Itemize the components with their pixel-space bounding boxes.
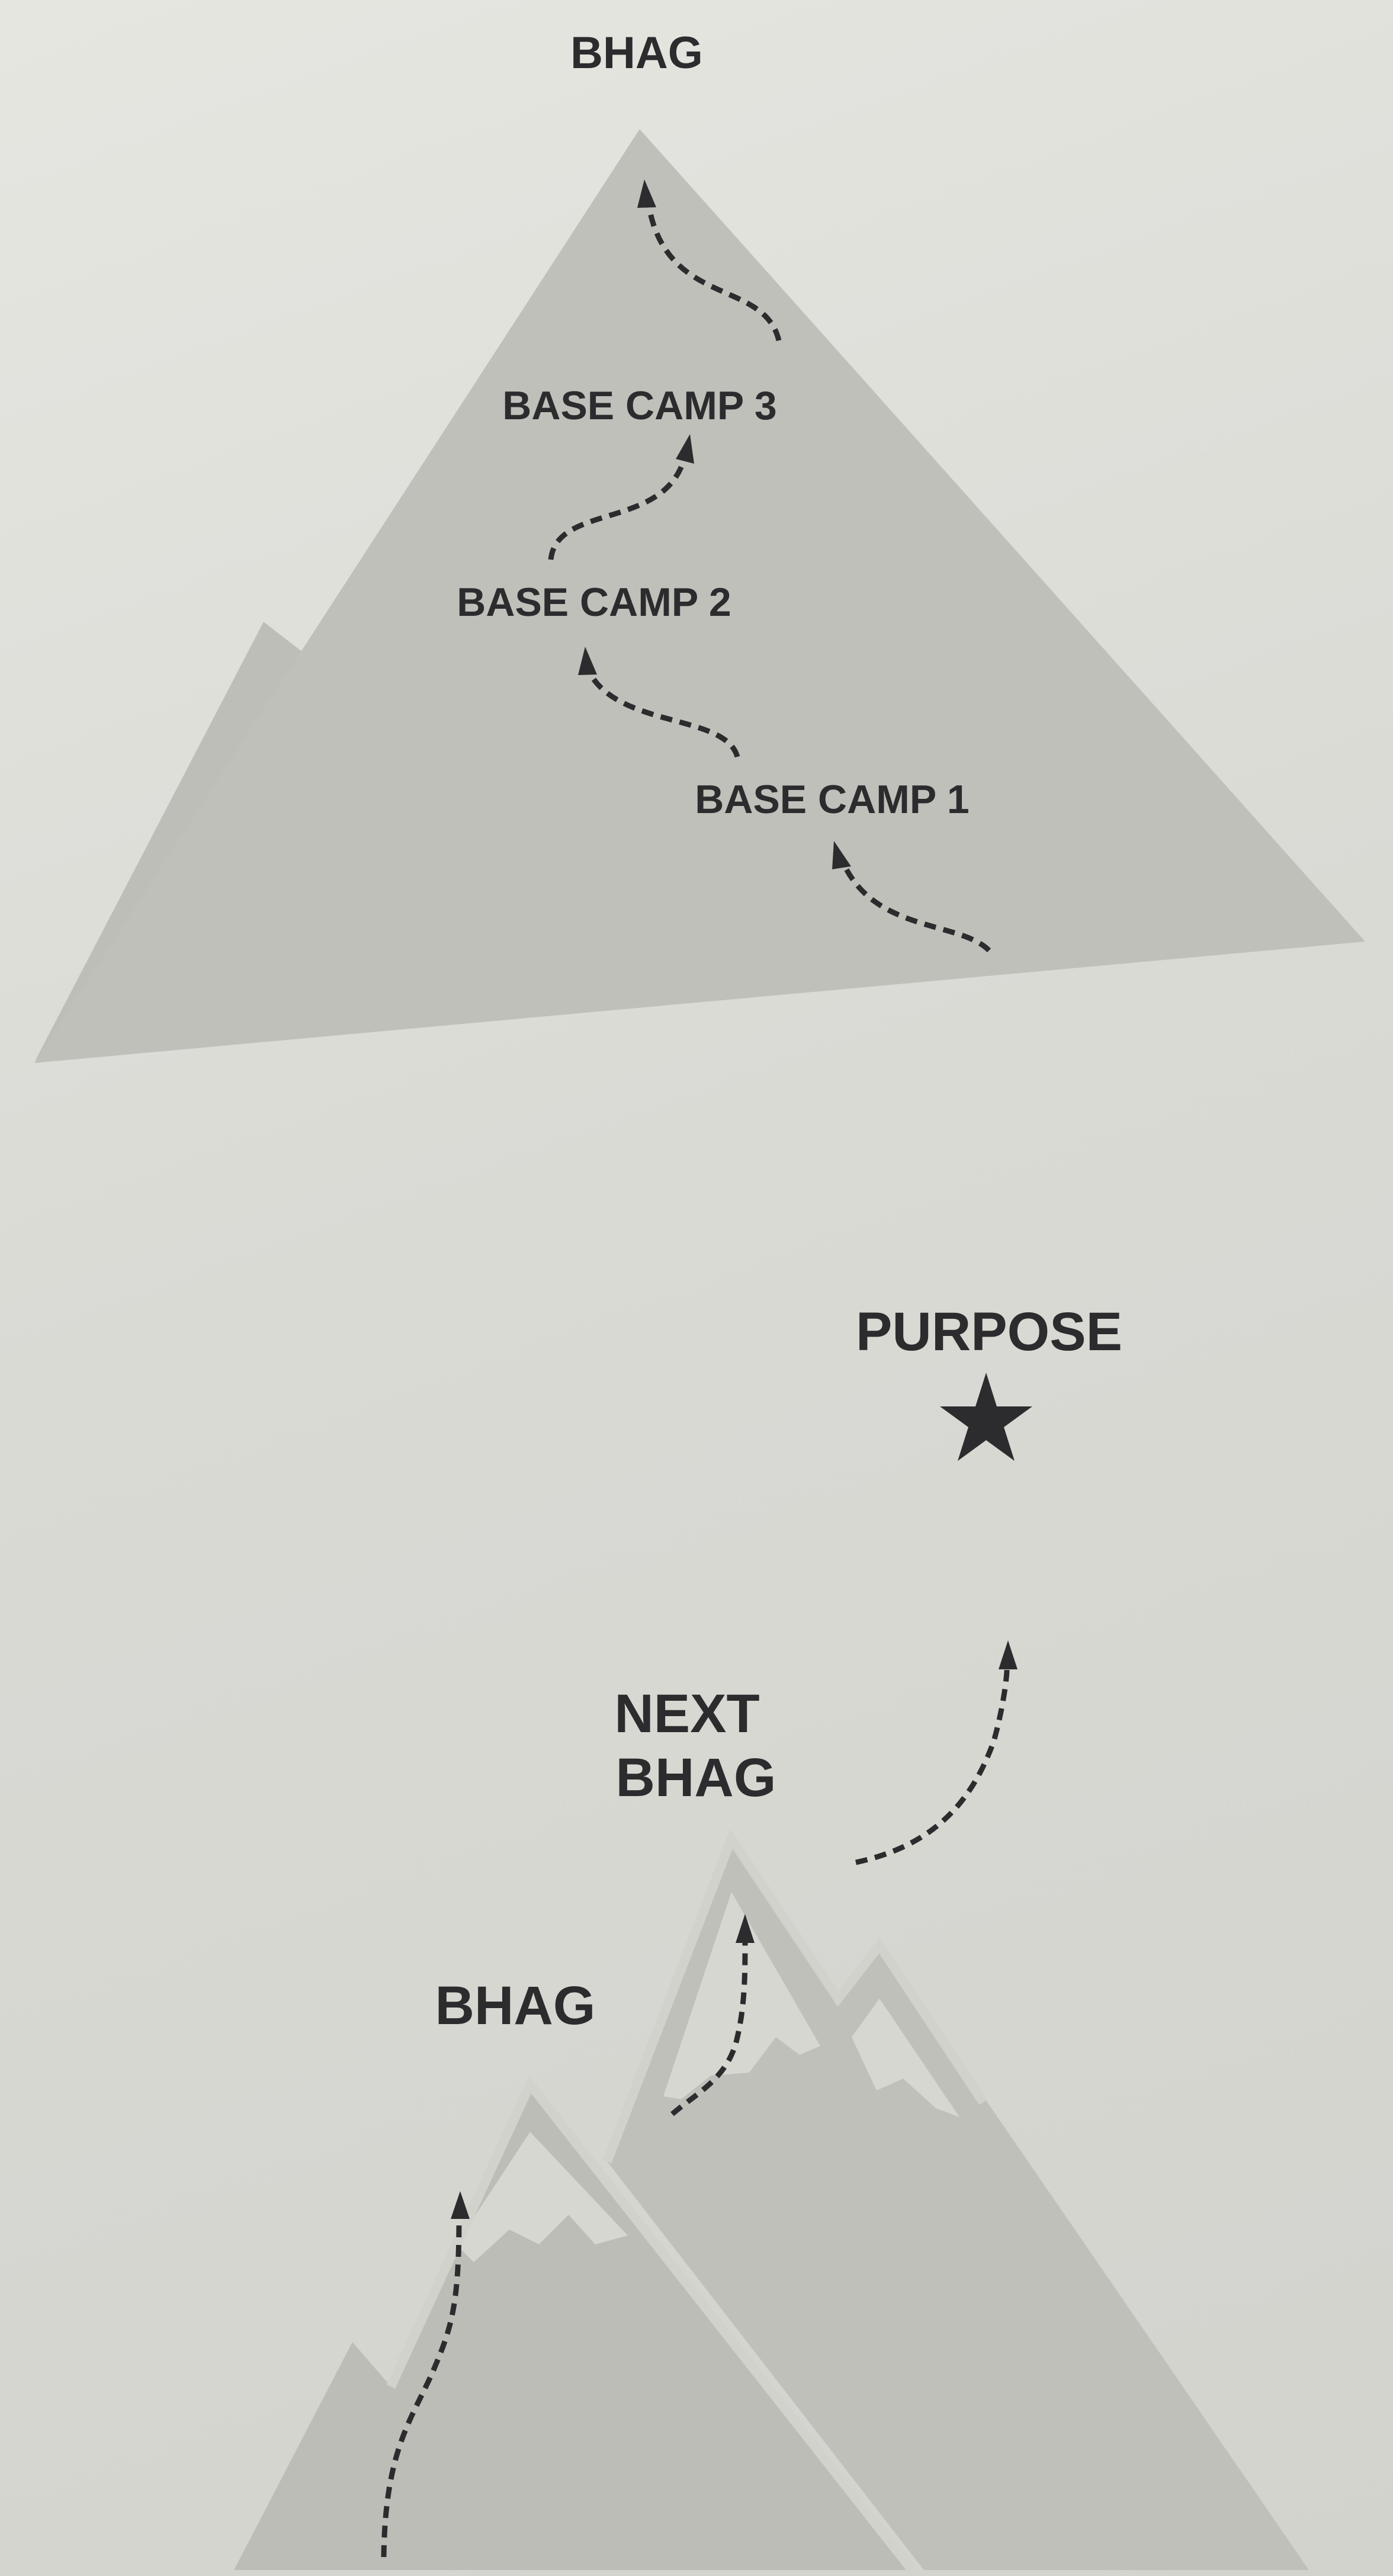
bhag-label: BHAG [435,1976,596,2036]
climb-arrow-to-purpose [855,1640,1018,1865]
climb-arrow-to-camp-3 [548,434,694,560]
star-icon [940,1373,1032,1461]
climb-arrow-to-camp-1 [832,841,991,953]
base-camp-2-label: BASE CAMP 2 [457,580,731,625]
purpose-label: PURPOSE [856,1302,1122,1362]
next-bhag-mountain [602,1828,1309,2570]
climb-arrow-to-camp-2 [578,647,740,758]
base-camp-3-label: BASE CAMP 3 [502,383,777,428]
top-main-mountain [34,129,1365,1063]
climb-arrow-to-summit [637,179,782,342]
top-mountain-group [34,129,1365,1063]
next-bhag-label-line1: NEXT [614,1684,759,1744]
climb-arrow-next-bhag [670,1914,755,2116]
bhag-mountain [234,2075,916,2573]
climb-arrow-bhag [381,2191,470,2558]
top-summit-label: BHAG [570,28,703,78]
next-bhag-label-line2: BHAG [616,1748,776,1808]
base-camp-1-label: BASE CAMP 1 [695,777,970,822]
